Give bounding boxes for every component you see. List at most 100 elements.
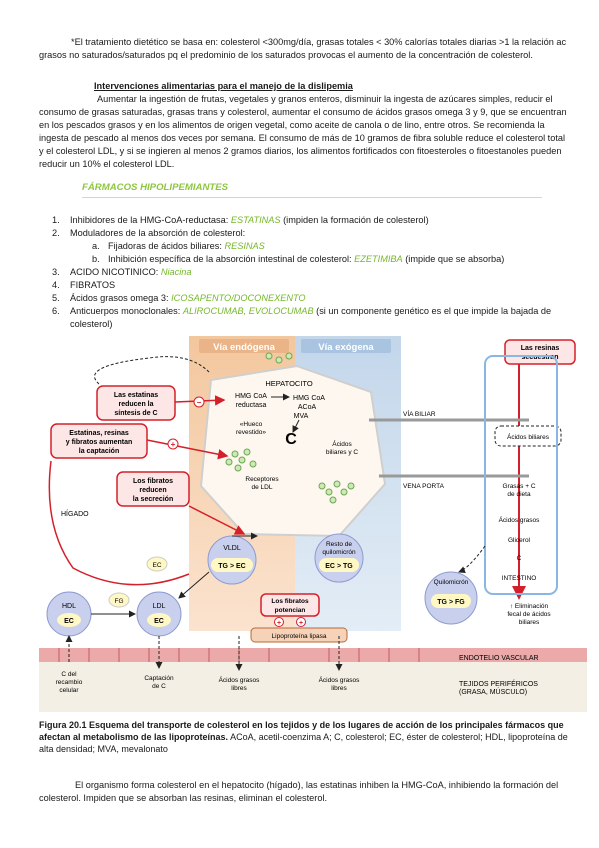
stimulation-sign: + bbox=[299, 620, 303, 627]
endothelium-label: ENDOTELIO VASCULAR bbox=[459, 655, 539, 662]
intestine-text: de dieta bbox=[507, 491, 531, 498]
intestine-text: Glicerol bbox=[508, 537, 531, 544]
intestine-text: C bbox=[517, 555, 522, 562]
list-item: 1.Inhibidores de la HMG-CoA-reductasa: E… bbox=[52, 215, 429, 225]
resins-text: secuestran bbox=[522, 354, 559, 361]
tissue-label: C del bbox=[61, 671, 77, 678]
caption-bold: Figura 20.1 Esquema del transporte de co… bbox=[39, 720, 564, 742]
svg-text:EC > TG: EC > TG bbox=[325, 563, 353, 570]
svg-text:TG > FG: TG > FG bbox=[437, 599, 465, 606]
svg-text:TG > EC: TG > EC bbox=[218, 563, 245, 570]
statins-text: Las estatinas bbox=[114, 392, 158, 399]
tissue-label: Ácidos grasos bbox=[319, 675, 361, 684]
list-item: 3.ACIDO NICOTINICO: Niacina bbox=[52, 267, 192, 277]
cholesterol-transport-figure: Vía endógena Vía exógena HEPATOCITO HMG … bbox=[39, 336, 587, 712]
statins-box bbox=[96, 385, 176, 421]
remnant-label: quilomicrón bbox=[322, 549, 356, 556]
ec-label: EC bbox=[154, 618, 164, 625]
stimulation-sign: + bbox=[171, 440, 176, 449]
ec-label: EC bbox=[325, 563, 335, 570]
tg-label: TG bbox=[343, 563, 353, 570]
exogenous-label: Vía exógena bbox=[318, 342, 374, 353]
tissue-label: Captación bbox=[144, 675, 174, 682]
list-item: 4.FIBRATOS bbox=[52, 280, 116, 290]
intestine-text: Ácidos grasos bbox=[499, 515, 541, 524]
uptake-drugs-text: la captación bbox=[79, 448, 119, 455]
elimination-text: biliares bbox=[519, 619, 540, 626]
acoa-label: ACoA bbox=[298, 404, 317, 411]
hmg-coa-label: HMG CoA bbox=[293, 395, 325, 402]
hepatocyte-label: HEPATOCITO bbox=[265, 379, 313, 388]
coated-pit-label: revestido» bbox=[236, 429, 266, 436]
list-item: a.Fijadoras de ácidos biliares: RESINAS bbox=[92, 241, 265, 251]
caption-rest: ACoA, acetil-coenzima A; C, colesterol; … bbox=[39, 732, 568, 754]
fibrates-secretion-text: Los fibratos bbox=[133, 478, 173, 485]
hepatocyte-cell bbox=[199, 364, 387, 538]
tissue-label: de C bbox=[152, 683, 166, 690]
diet-paragraph: Aumentar la ingestión de frutas, vegetal… bbox=[39, 94, 567, 169]
elimination-text: fecal de ácidos bbox=[507, 611, 551, 618]
peripheral-tissue-band bbox=[39, 662, 587, 712]
section-title: FÁRMACOS HIPOLIPEMIANTES bbox=[82, 182, 229, 193]
fibrates-potentiate-text: Los fibratos bbox=[271, 598, 309, 605]
coated-pit-label: «Hueco bbox=[240, 421, 263, 428]
fibrates-secretion-text: la secreción bbox=[133, 496, 173, 503]
tg-label: TG bbox=[218, 563, 228, 570]
mva-label: MVA bbox=[294, 413, 309, 420]
closing-paragraph: El organismo forma colesterol en el hepa… bbox=[39, 780, 559, 804]
intestine-tube bbox=[484, 355, 558, 595]
hdl-label: HDL bbox=[62, 603, 76, 610]
tissue-label: recambio bbox=[56, 679, 83, 686]
hmg-coa-label: HMG CoA bbox=[235, 393, 267, 400]
uptake-drugs-text: Estatinas, resinas bbox=[69, 430, 129, 437]
fg-label: FG bbox=[455, 599, 465, 606]
uptake-drugs-text: y fibratos aumentan bbox=[66, 439, 133, 446]
elimination-text: ↑ Eliminación bbox=[510, 603, 549, 610]
bile-acids-label: Ácidos bbox=[332, 439, 352, 448]
chylomicron-label: Quilomicrón bbox=[434, 579, 469, 586]
tissue-label: celular bbox=[59, 687, 79, 694]
bile-acids-box-label: Ácidos biliares bbox=[507, 432, 550, 441]
fibrates-potentiate-box bbox=[260, 593, 320, 617]
fg-label: FG bbox=[114, 598, 123, 605]
statins-text: reducen la bbox=[118, 401, 153, 408]
fibrates-secretion-box bbox=[116, 471, 190, 507]
figure-caption: Figura 20.1 Esquema del transporte de co… bbox=[39, 719, 574, 755]
cholesterol-c-label: C bbox=[285, 431, 297, 448]
uptake-drugs-box bbox=[50, 423, 148, 459]
stimulation-sign: + bbox=[277, 620, 281, 627]
endogenous-label: Vía endógena bbox=[213, 342, 275, 353]
vldl-label: VLDL bbox=[223, 545, 241, 552]
ldl-receptor-label: Receptores bbox=[245, 476, 279, 483]
peripheral-tissue-label: (GRASA, MÚSCULO) bbox=[459, 687, 527, 696]
ec-label: EC bbox=[152, 562, 161, 569]
liver-outline bbox=[48, 460, 190, 586]
ldl-label: LDL bbox=[153, 603, 166, 610]
remnant-label: Resto de bbox=[326, 541, 352, 548]
tissue-label: libres bbox=[231, 685, 247, 692]
statins-text: síntesis de C bbox=[114, 410, 157, 417]
intestine-label: INTESTINO bbox=[502, 575, 537, 582]
liver-label: HÍGADO bbox=[61, 509, 89, 518]
tissue-label: libres bbox=[331, 685, 347, 692]
bile-acids-label: biliares y C bbox=[326, 449, 358, 456]
lipoprotein-lipase-box bbox=[250, 627, 348, 643]
ec-label: EC bbox=[236, 563, 246, 570]
tg-label: TG bbox=[437, 599, 447, 606]
lipoprotein-lipase-label: Lipoproteína lipasa bbox=[272, 633, 327, 640]
resins-box bbox=[504, 339, 576, 365]
intro-paragraph: *El tratamiento dietético se basa en: co… bbox=[39, 37, 567, 60]
peripheral-tissue-label: TEJIDOS PERIFÉRICOS bbox=[459, 679, 538, 688]
fibrates-potentiate-text: potencian bbox=[275, 607, 306, 614]
ec-label: EC bbox=[64, 618, 74, 625]
inhibition-sign: − bbox=[197, 398, 202, 407]
ldl-receptor-label: de LDL bbox=[252, 484, 273, 491]
vascular-endothelium bbox=[39, 648, 587, 662]
diet-heading: Intervenciones alimentarias para el mane… bbox=[94, 81, 353, 91]
fibrates-secretion-text: reducen bbox=[139, 487, 166, 494]
list-item: 6.Anticuerpos monoclonales: ALIROCUMAB, … bbox=[52, 306, 552, 329]
tissue-label: Ácidos grasos bbox=[219, 675, 261, 684]
portal-vein-label: VENA PORTA bbox=[403, 483, 445, 490]
drug-list: 1.Inhibidores de la HMG-CoA-reductasa: E… bbox=[52, 214, 572, 331]
reductase-label: reductasa bbox=[236, 402, 267, 409]
